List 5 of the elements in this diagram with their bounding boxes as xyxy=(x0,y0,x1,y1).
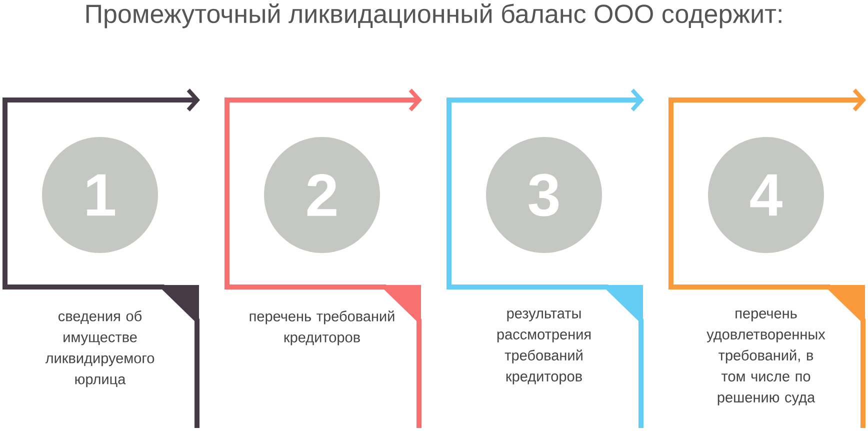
step-description: результаты рассмотрения требований кредиторов xyxy=(497,310,591,384)
step-description: перечень удовлетворенных требований, в том числе по решению суда xyxy=(706,310,826,406)
step-description: перечень требований кредиторов xyxy=(250,310,394,346)
title: Промежуточный ликвидационный баланс ООО содержит: xyxy=(86,4,782,28)
step-description: сведения об имуществе ликвидируемого юрлица xyxy=(45,310,154,388)
